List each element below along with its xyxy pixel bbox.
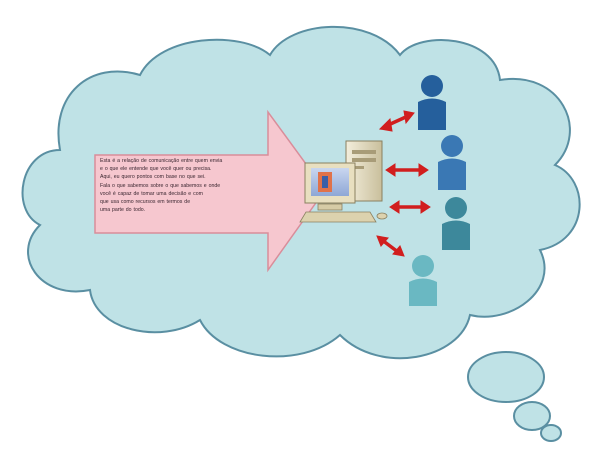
trail-bubble-large — [467, 351, 545, 403]
person-icon — [409, 255, 437, 306]
person-icon — [418, 75, 446, 130]
callout-line: Esta é a relação de comunicação entre qu… — [100, 158, 223, 164]
callout-text: Esta é a relação de comunicação entre qu… — [100, 157, 300, 214]
person-icon — [442, 197, 470, 250]
trail-bubble-small — [540, 424, 562, 442]
person-icon — [438, 135, 466, 190]
computer-icon — [299, 140, 388, 223]
trail-bubble-medium — [513, 401, 551, 431]
connector-arrow-4 — [376, 235, 405, 257]
callout-line: uma parte do todo. — [100, 207, 146, 214]
connector-arrow-2 — [385, 163, 429, 177]
callout-line: que usa como recursos em termos de — [100, 199, 191, 206]
connector-arrow-3 — [389, 200, 431, 214]
callout-line: e o que ele entende que você quer ou pre… — [100, 166, 212, 173]
callout-line: você é capaz de tomar uma decisão e com — [100, 190, 203, 197]
callout-line: Aqui, eu quero pontos com base no que se… — [100, 174, 206, 181]
connector-arrow-1 — [378, 110, 415, 132]
callout-arrow — [94, 109, 326, 273]
thought-trail — [467, 351, 562, 442]
callout-line: Fala o que sabemos sobre o que sabemos e… — [100, 182, 221, 189]
connectors — [376, 110, 431, 257]
